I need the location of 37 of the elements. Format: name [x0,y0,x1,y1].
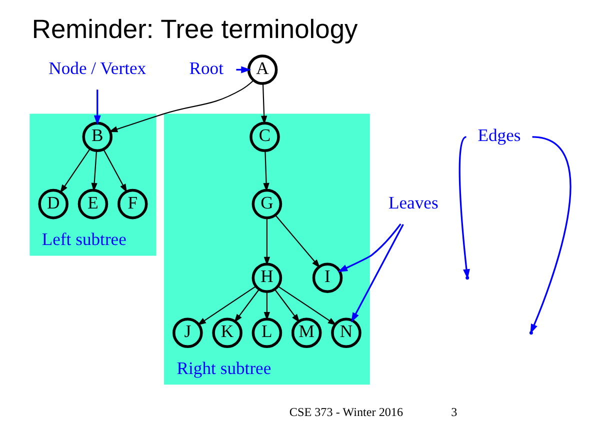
label: 3 [450,404,457,419]
node-circle: J [172,318,202,348]
node-text: Leaves [388,192,438,212]
arrow [59,148,90,194]
diagram-title: Reminder: Tree terminology [31,14,358,44]
arrow [234,289,259,323]
node-circle: C [249,122,280,152]
node-text: Root [188,58,224,78]
node-text: Node / Vertex [48,58,146,78]
node-circle: A [246,54,278,85]
node-circle: L [251,318,282,348]
node-circle: M [290,318,322,348]
node-circle: B [82,122,112,152]
node-circle: H [251,262,282,293]
node-circle: N [330,318,361,348]
arrow [262,150,269,192]
node-circle: D [38,188,68,220]
node-circle: I [312,262,342,293]
arrow [108,80,254,132]
arrow [277,286,336,326]
arrow [263,292,270,321]
arrow [196,286,256,326]
arrow [90,150,97,192]
arrow [350,224,404,323]
node-circle: E [77,188,108,220]
arrow [93,90,100,126]
label: CSE 373 - Winter 2016 [288,404,403,419]
arrow [337,223,401,272]
arrow [260,84,267,125]
node-circle: G [251,188,282,220]
node-circle: K [212,318,242,348]
arrow [263,218,270,266]
arrow [102,149,127,193]
arrow [274,289,300,323]
node-circle: F [116,188,148,220]
node-text: Edges [477,125,520,146]
arrow [274,214,320,268]
